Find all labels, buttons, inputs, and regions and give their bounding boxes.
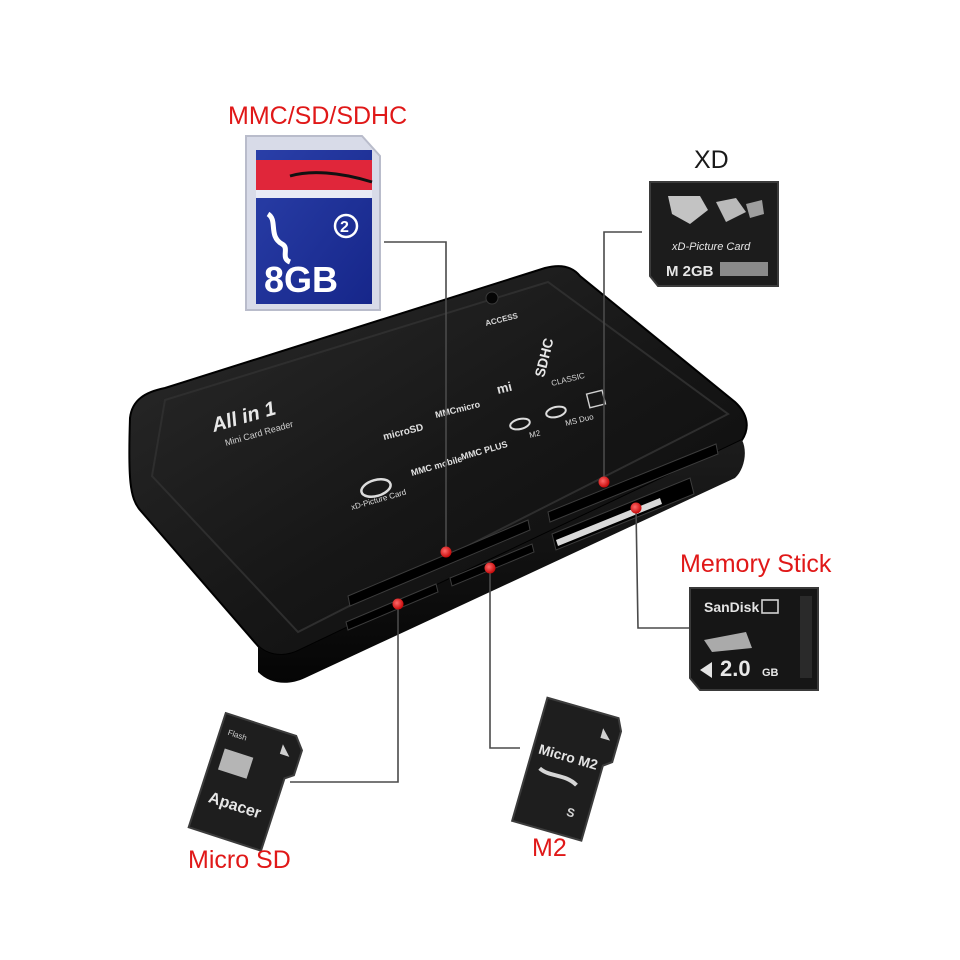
dot-xd — [598, 476, 610, 488]
dot-sd — [440, 546, 452, 558]
slot-xd[interactable] — [547, 443, 719, 523]
callout-xd — [603, 231, 642, 482]
memory-stick-card: SanDisk 2.0 GB — [689, 587, 819, 691]
xd-card: xD-Picture Card M 2GB — [649, 181, 779, 287]
slot-sd-upper[interactable] — [347, 519, 531, 607]
microsd-card: Flash Apacer — [187, 711, 304, 852]
dot-microsd — [392, 598, 404, 610]
logo-m2-mark — [509, 417, 531, 431]
label-memory-stick: Memory Stick — [680, 550, 832, 578]
sd-card-label-red — [256, 160, 372, 190]
sd-card: 2 8GB — [245, 135, 381, 311]
card-reader: ACCESS All in 1 Mini Card Reader microSD… — [128, 265, 748, 683]
logo-xd-mark — [360, 478, 392, 498]
callout-dots — [392, 476, 642, 610]
label-mmc-sd-sdhc: MMC/SD/SDHC — [228, 102, 408, 130]
xd-card-capacity: M 2GB — [666, 263, 714, 280]
label-m2: M2 — [532, 834, 567, 862]
sd-card-stripe — [256, 190, 372, 198]
callout-ms — [635, 507, 690, 629]
microsd-card-body — [187, 711, 304, 852]
svg-text:S: S — [565, 805, 577, 821]
ms-arrow — [700, 662, 712, 678]
logo-m2: M2 — [528, 428, 541, 440]
xd-card-name: xD-Picture Card — [671, 241, 751, 253]
logo-micro-m2: mi — [495, 379, 513, 397]
callout-microsd — [290, 604, 399, 783]
m2-card-body — [510, 696, 623, 842]
ms-capacity: 2.0 — [720, 656, 751, 681]
sd-class-number: 2 — [340, 219, 349, 236]
ms-card-body — [689, 587, 819, 691]
xd-card-bar — [720, 262, 768, 276]
label-xd: XD — [694, 146, 729, 174]
dot-m2 — [484, 562, 496, 574]
callout-sd — [384, 241, 447, 552]
dot-ms — [630, 502, 642, 514]
m2-card: Micro M2 S — [510, 696, 623, 842]
ms-brand: SanDisk — [704, 599, 759, 615]
callout-m2 — [489, 568, 520, 749]
logo-ms-mark — [545, 405, 567, 419]
callout-lines — [290, 231, 690, 783]
sd-class-circle — [333, 213, 359, 239]
label-micro-sd: Micro SD — [188, 846, 291, 874]
sd-capacity: 8GB — [264, 259, 338, 300]
access-led — [485, 291, 499, 305]
slot-microsd[interactable] — [345, 583, 439, 631]
reader-top-bevel — [150, 280, 730, 634]
ms-unit: GB — [762, 667, 779, 679]
